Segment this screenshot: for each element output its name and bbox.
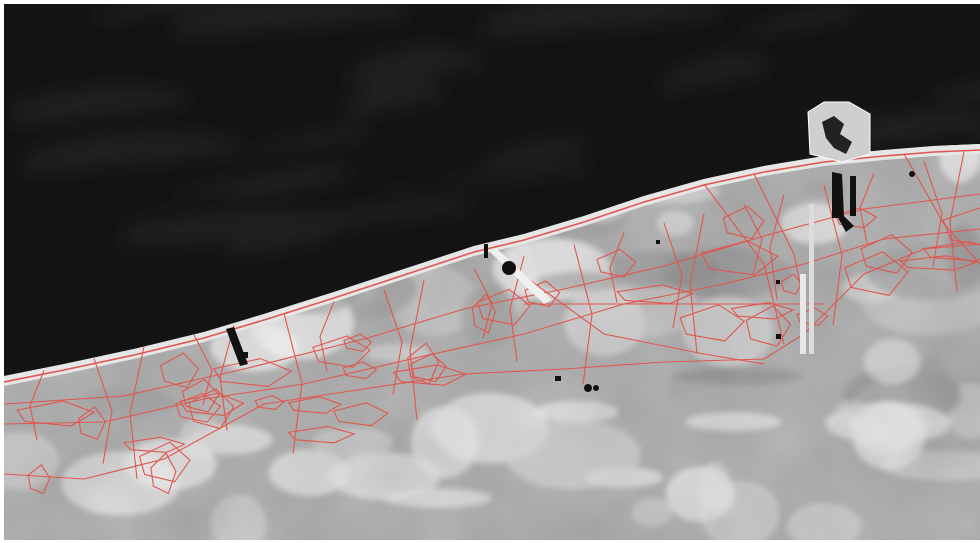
parcel-boundary (188, 388, 235, 430)
parcel-boundary (524, 280, 561, 308)
parcel-boundary (476, 288, 531, 326)
parcel-boundary (138, 441, 191, 483)
parcel-boundary (609, 232, 625, 303)
parcel-boundary (254, 394, 285, 411)
parcel-boundary (703, 183, 785, 345)
parcel-boundary (160, 352, 200, 389)
parcel-boundary (406, 342, 440, 385)
parcel-boundary (745, 305, 792, 347)
parcel-boundary (212, 358, 293, 388)
parcel-boundary (473, 268, 493, 339)
parcel-boundary (342, 361, 378, 380)
parcel-boundary (903, 153, 980, 265)
parcel-boundary (616, 284, 695, 305)
parcel-boundary (410, 353, 447, 383)
parcel-boundary (596, 248, 637, 278)
parcel-boundary (16, 400, 96, 427)
parcel-boundary (332, 402, 389, 427)
parcel-boundary (283, 313, 303, 454)
parcel-boundary (193, 334, 213, 405)
parcel-boundary (689, 213, 705, 354)
parcel-boundary (769, 194, 785, 300)
parcel-boundary (573, 244, 593, 385)
parcel-boundary (4, 228, 980, 425)
parcel-boundary (949, 151, 965, 292)
airport-runway-icon[interactable] (800, 101, 871, 354)
parcel-boundary (312, 335, 371, 368)
parcel-boundary (181, 378, 220, 413)
parcel-boundary (383, 289, 403, 395)
parcel-boundary (129, 346, 145, 480)
parcel-boundary (899, 255, 979, 271)
parcel-boundary (179, 392, 245, 416)
parcel-boundary (844, 251, 909, 296)
parcel-boundary (942, 207, 980, 246)
parcel-boundary (123, 436, 187, 453)
parcel-boundary (4, 243, 980, 480)
map-view[interactable] (4, 4, 980, 540)
parcel-boundary (471, 293, 496, 334)
parcel-boundary (923, 161, 943, 267)
parcel-boundary (27, 463, 51, 495)
parcel-boundary (319, 301, 335, 372)
parcel-boundary (663, 222, 683, 329)
parcel-boundary (93, 358, 113, 464)
port-breakwater-icon[interactable] (484, 244, 552, 304)
parcel-boundary (150, 452, 177, 495)
building-cluster-icon[interactable] (226, 171, 915, 392)
parcel-boundary (823, 184, 843, 326)
parcel-boundary (287, 425, 356, 444)
parcel-boundary (700, 240, 779, 276)
parcel-boundary (392, 364, 468, 386)
parcel-boundary (77, 406, 107, 440)
parcel-boundary (29, 370, 45, 441)
parcel-boundary (493, 253, 765, 365)
parcel-boundary (860, 234, 913, 274)
parcel-boundary (679, 304, 746, 342)
parcel-boundary (722, 205, 765, 240)
parcel-boundary (343, 333, 373, 352)
map-canvas (4, 4, 980, 540)
parcel-boundary (287, 396, 343, 414)
parcel-boundary (781, 273, 803, 295)
parcel-boundary (409, 280, 425, 421)
parcel-boundary (743, 203, 763, 275)
